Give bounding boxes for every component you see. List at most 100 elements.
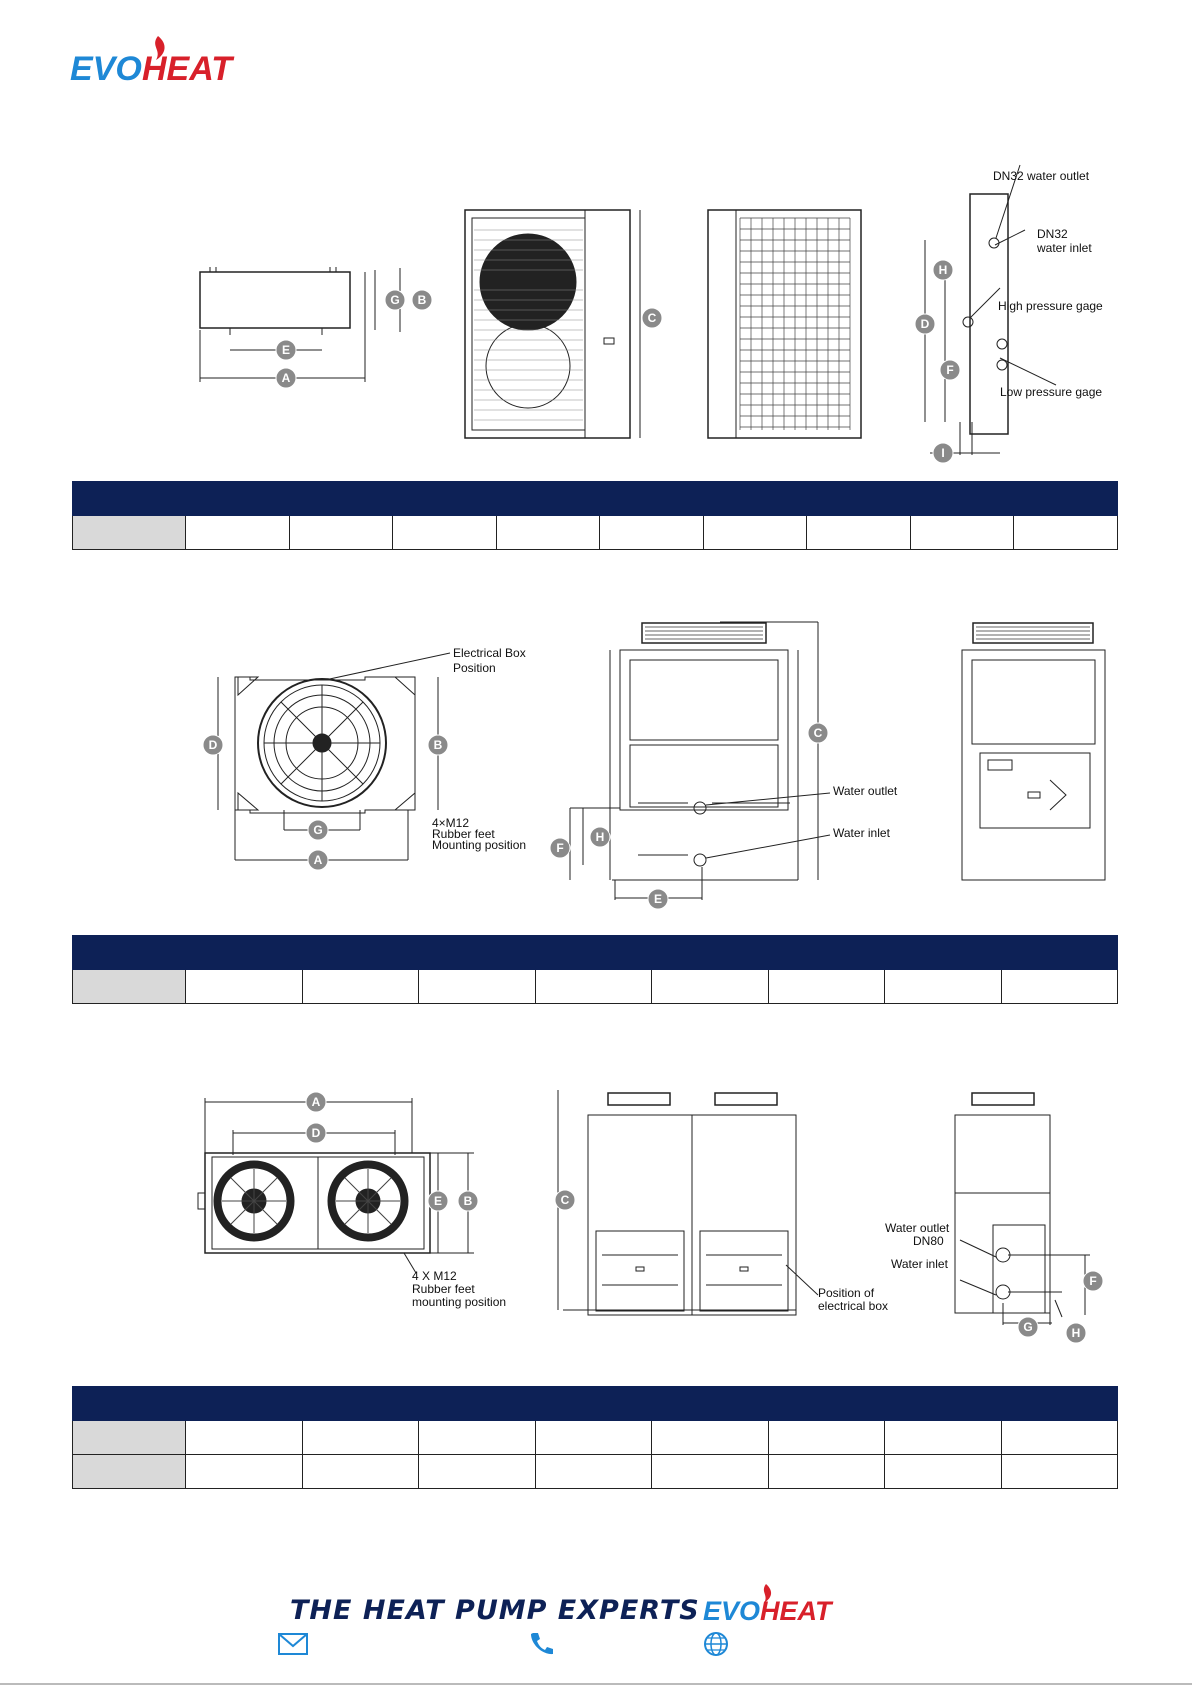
label-mounting-position: mounting position xyxy=(412,1295,506,1309)
svg-text:F: F xyxy=(556,841,563,855)
unit3-side-view xyxy=(954,1092,1090,1325)
table-cell xyxy=(1013,515,1118,550)
label-water-outlet: Water outlet xyxy=(833,784,898,798)
svg-text:G: G xyxy=(390,293,399,307)
table-row xyxy=(72,515,1118,550)
marker-h: H xyxy=(932,259,954,281)
svg-text:H: H xyxy=(1072,1326,1081,1340)
phone-icon[interactable] xyxy=(528,1631,554,1657)
table-cell xyxy=(767,969,885,1004)
table-cell xyxy=(534,1454,652,1489)
svg-text:C: C xyxy=(561,1193,570,1207)
marker-f: F xyxy=(939,359,961,381)
diagram-unit-2: D B G A Electrical Box Position 4×M12 Ru… xyxy=(202,621,1106,910)
marker-f: F xyxy=(549,837,571,859)
marker-d: D xyxy=(305,1122,327,1144)
table-cell xyxy=(301,1454,419,1489)
header-cell xyxy=(599,481,704,516)
label-dn32-water-outlet: DN32 water outlet xyxy=(993,169,1090,183)
table-cell xyxy=(288,515,394,550)
table-cell xyxy=(884,1454,1002,1489)
svg-text:E: E xyxy=(282,343,290,357)
marker-g: G xyxy=(1017,1316,1039,1338)
svg-text:G: G xyxy=(1023,1320,1032,1334)
table-cell xyxy=(702,515,808,550)
svg-text:H: H xyxy=(939,263,948,277)
marker-c: C xyxy=(554,1189,576,1211)
table-cell xyxy=(185,1420,303,1455)
marker-e: E xyxy=(275,339,297,361)
header-cell xyxy=(651,935,769,970)
footer-evoheat-logo: EVO HEAT xyxy=(703,1584,834,1626)
table-cell xyxy=(1000,1454,1118,1489)
table-cell xyxy=(392,515,497,550)
unit2-front-view xyxy=(569,621,831,900)
svg-text:B: B xyxy=(418,293,427,307)
svg-text:A: A xyxy=(314,853,323,867)
header-cell xyxy=(767,1386,885,1421)
header-cell xyxy=(418,1386,536,1421)
svg-text:E: E xyxy=(654,892,662,906)
header-cell xyxy=(301,935,419,970)
marker-d: D xyxy=(914,313,936,335)
table-cell xyxy=(495,515,601,550)
marker-b: B xyxy=(427,734,449,756)
table-cell xyxy=(1000,1420,1118,1455)
footer-title: THE HEAT PUMP EXPERTS xyxy=(290,1595,700,1626)
table-cell xyxy=(185,969,303,1004)
marker-i: I xyxy=(932,442,954,464)
diagram-unit-3: A D E B 4 X M12 Rubber feet mounting pos… xyxy=(197,1090,1104,1344)
table-cell xyxy=(767,1454,885,1489)
header-cell xyxy=(185,935,303,970)
table-cell xyxy=(884,1420,1002,1455)
header-cell xyxy=(1013,481,1118,516)
header-cell xyxy=(767,935,885,970)
table-cell xyxy=(534,969,652,1004)
globe-icon[interactable] xyxy=(703,1631,729,1657)
unit2-side-view xyxy=(961,622,1106,881)
table-cell xyxy=(301,1420,419,1455)
logo-part-heat: HEAT xyxy=(142,50,235,88)
table-cell xyxy=(418,1454,536,1489)
unit1-back-grid xyxy=(739,217,851,430)
label-electrical-box: Electrical Box xyxy=(453,646,526,660)
svg-text:I: I xyxy=(941,446,944,460)
header-cell xyxy=(884,1386,1002,1421)
header-cell xyxy=(1000,1386,1118,1421)
svg-text:B: B xyxy=(434,738,443,752)
label-mounting-position: Mounting position xyxy=(432,838,526,852)
unit1-back-view xyxy=(707,209,862,439)
label-4xm12: 4 X M12 xyxy=(412,1269,457,1283)
model-cell xyxy=(72,1420,186,1455)
header-cell xyxy=(534,1386,652,1421)
marker-e: E xyxy=(427,1190,449,1212)
label-water-outlet: Water outlet xyxy=(885,1221,950,1235)
header-cell xyxy=(72,481,186,516)
envelope-icon[interactable] xyxy=(278,1633,308,1655)
unit1-top-view xyxy=(199,267,401,382)
table-cell xyxy=(651,969,769,1004)
svg-text:A: A xyxy=(312,1095,321,1109)
svg-text:A: A xyxy=(282,371,291,385)
unit3-top-view xyxy=(197,1098,474,1274)
header-cell xyxy=(185,481,290,516)
flame-icon xyxy=(155,36,165,60)
table-header-row xyxy=(72,935,1118,970)
table-cell xyxy=(806,515,911,550)
header-cell xyxy=(651,1386,769,1421)
unit1-front-view xyxy=(464,209,641,439)
header-cell xyxy=(72,935,186,970)
table-cell xyxy=(909,515,1015,550)
svg-text:H: H xyxy=(596,830,605,844)
dimension-table-3 xyxy=(72,1386,1118,1489)
table-cell xyxy=(418,969,536,1004)
label-water-inlet: Water inlet xyxy=(833,826,891,840)
header-cell xyxy=(392,481,497,516)
table-cell xyxy=(651,1454,769,1489)
logo-part-heat: HEAT xyxy=(760,1596,834,1626)
label-dn80: DN80 xyxy=(913,1234,944,1248)
logo-part-evo: EVO xyxy=(70,50,142,88)
table-header-row xyxy=(72,1386,1118,1421)
header-cell xyxy=(534,935,652,970)
table-cell xyxy=(418,1420,536,1455)
